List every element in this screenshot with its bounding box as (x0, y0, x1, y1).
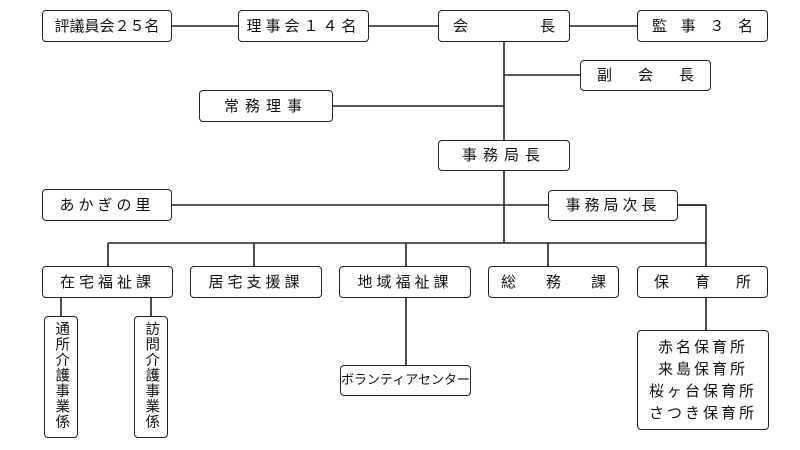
box-jomuriji: 常務理事 (199, 90, 333, 122)
box-akagi: あかぎの里 (42, 189, 172, 221)
label-zaitaku: 在宅福祉課 (59, 272, 155, 291)
box-rijikai: 理事会１４名 (238, 10, 369, 42)
label-kanji-1: 監 (652, 16, 668, 35)
label-fukukaicho-2: 会 (637, 66, 653, 84)
label-akagi: あかぎの里 (59, 195, 155, 214)
label-volunteer: ボランティアセンター (341, 373, 470, 388)
label-homon: 訪問介護事業係 (143, 321, 160, 430)
label-nursery-2: 来島保育所 (657, 360, 748, 378)
label-nursery-1: 赤名保育所 (657, 338, 748, 356)
box-kanji: 監 事 ３ 名 (637, 10, 768, 42)
label-kanji-4: 名 (737, 16, 753, 35)
label-kanji-3: ３ (709, 16, 725, 35)
box-volunteer: ボランティアセンター (340, 365, 471, 396)
label-kyotaku: 居宅支援課 (208, 272, 304, 291)
label-jimukyokujicho: 事務局次長 (565, 196, 661, 214)
label-kanji-2: 事 (680, 16, 696, 35)
box-kyotaku: 居宅支援課 (190, 266, 322, 298)
label-nursery-3: 桜ヶ台保育所 (648, 382, 757, 400)
box-tsusho: 通所介護事業係 (44, 316, 78, 438)
label-kaicho-2: 長 (539, 16, 555, 35)
label-hoikusho-2: 育 (694, 272, 710, 291)
label-jimukyokucho: 事務局長 (461, 146, 546, 164)
box-chiiki: 地域福祉課 (339, 266, 471, 298)
box-somu: 総 務 課 (488, 266, 619, 298)
label-somu-2: 務 (545, 272, 561, 291)
label-somu-1: 総 (501, 272, 517, 291)
label-hyogiinkai: 評議員会２５名 (54, 16, 160, 35)
label-kaicho-1: 会 (453, 16, 469, 35)
label-nursery-4: さつき保育所 (648, 404, 757, 422)
label-tsusho: 通所介護事業係 (53, 321, 70, 430)
label-hoikusho-3: 所 (735, 272, 751, 291)
label-jomuriji: 常務理事 (223, 96, 308, 115)
box-hoikusho: 保 育 所 (637, 266, 768, 298)
label-fukukaicho-3: 長 (678, 66, 694, 84)
label-chiiki: 地域福祉課 (357, 272, 453, 291)
box-jimukyokucho: 事務局長 (438, 140, 570, 171)
box-hyogiinkai: 評議員会２５名 (42, 10, 172, 42)
label-somu-3: 課 (590, 272, 606, 291)
box-fukukaicho: 副 会 長 (580, 60, 711, 91)
label-hoikusho-1: 保 (654, 272, 670, 291)
box-nurseries: 赤名保育所 来島保育所 桜ヶ台保育所 さつき保育所 (637, 330, 769, 430)
box-zaitaku: 在宅福祉課 (42, 266, 173, 298)
box-kaicho: 会 長 (438, 10, 570, 42)
box-jimukyokujicho: 事務局次長 (548, 190, 678, 221)
label-fukukaicho-1: 副 (597, 66, 613, 84)
box-homon: 訪問介護事業係 (134, 316, 168, 438)
label-rijikai: 理事会１４名 (246, 16, 361, 35)
